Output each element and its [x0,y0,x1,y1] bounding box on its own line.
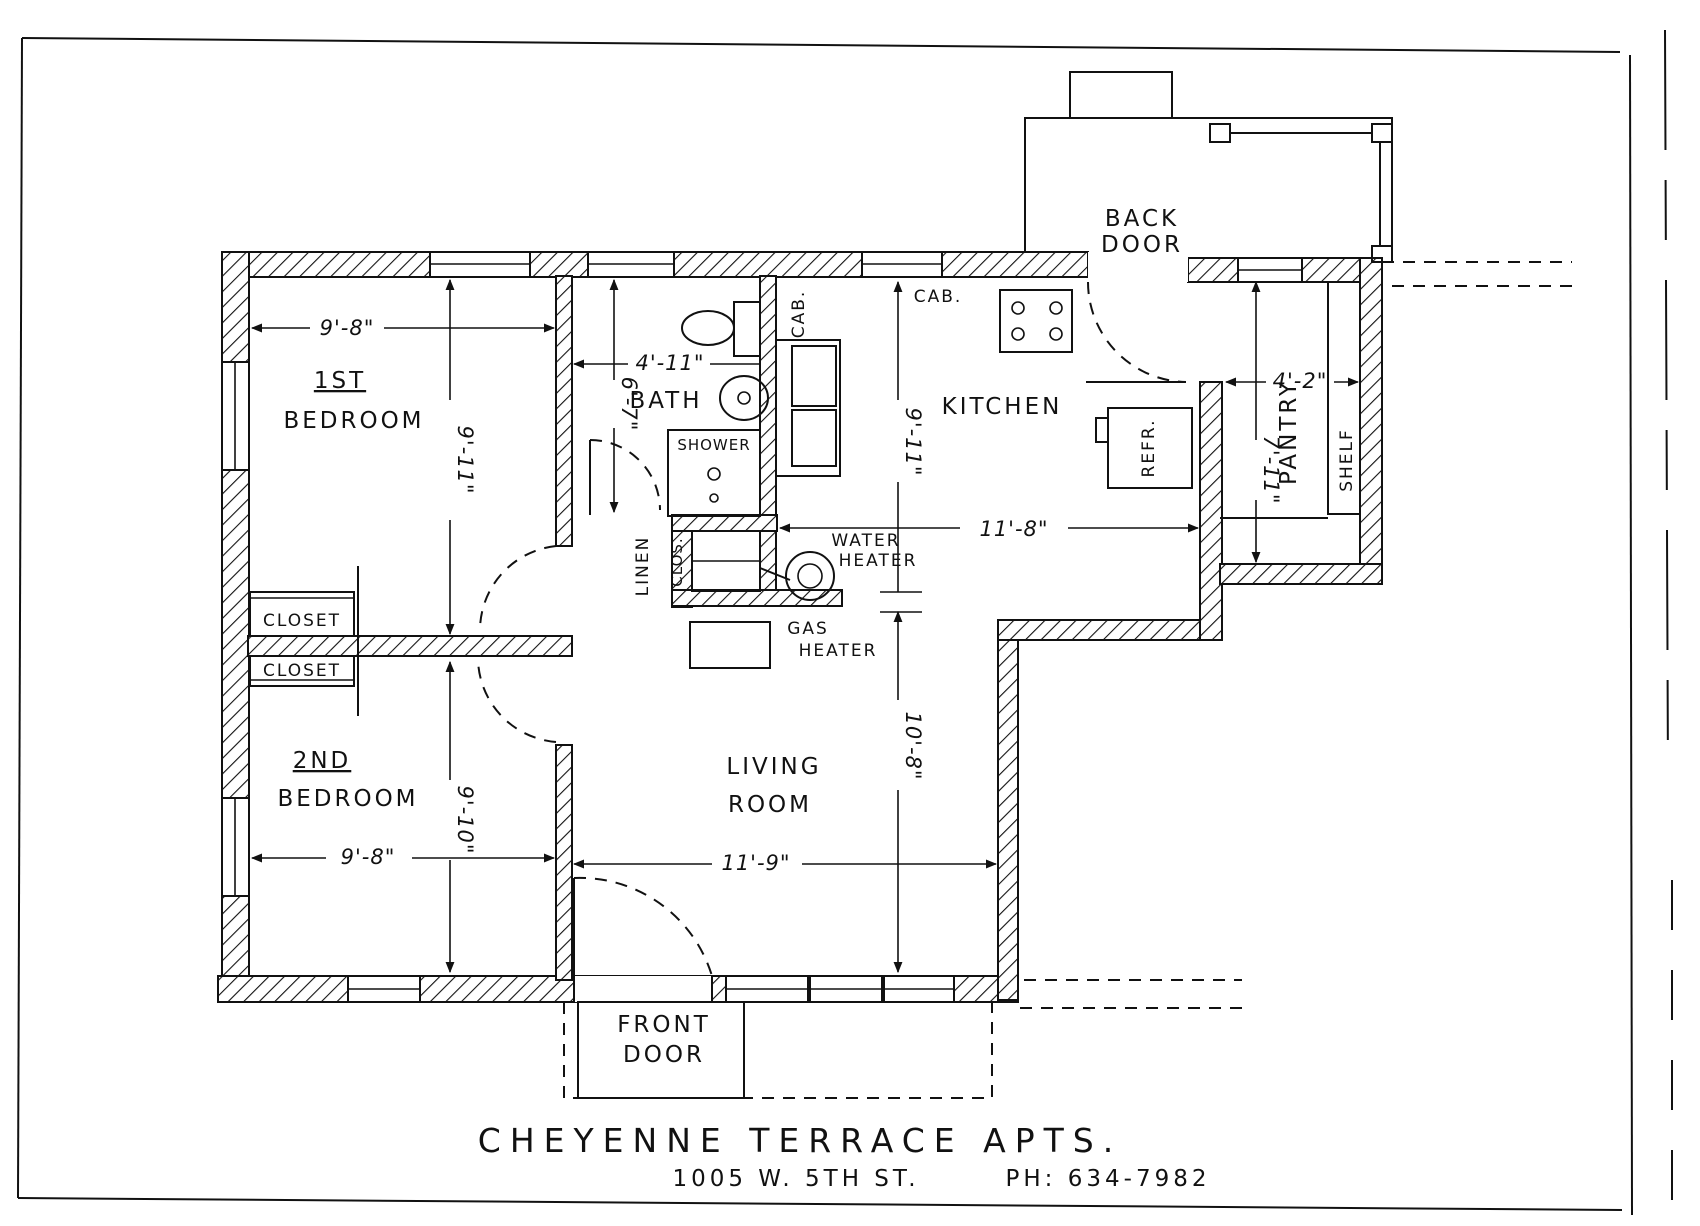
dim-bedroom1-width: 9'-8" [320,316,375,340]
dashed-extensions [1020,261,1572,1009]
dim-bath-depth: 6'-7" [617,377,641,432]
water-heater-icon [785,551,835,601]
building-address: 1005 W. 5TH ST. [672,1166,919,1192]
pantry-shelf [1327,281,1361,515]
front-stoop [563,1001,993,1099]
dim-bedroom1-depth: 9'-11" [453,425,477,494]
gas-heater-label-1: GAS [787,619,829,639]
stove-icon [999,289,1073,353]
pantry-label: PANTRY [1276,379,1302,485]
sheet-border [17,29,1673,1220]
dim-bedroom2-depth: 9'-10" [453,785,477,854]
toilet-icon [681,310,735,346]
dimension-lines [250,278,1360,974]
dim-pantry-width: 4'-2" [1273,369,1328,393]
dim-living-depth: 10'-8" [901,711,925,780]
bedroom2-label: BEDROOM [277,786,418,812]
closet-upper-label: CLOSET [263,611,341,631]
bedroom1-number: 1ST [314,368,366,394]
dim-bath-width: 4'-11" [635,351,704,375]
sink-icon [719,375,769,421]
closet-lower-label: CLOSET [263,661,341,681]
living-room-label-1: LIVING [726,754,821,780]
back-door-label-1: BACK [1105,206,1179,232]
shower-stall [667,429,761,517]
clos-label: CLOS. [668,537,686,586]
refr-label: REFR. [1139,419,1159,478]
cab-side-label: CAB. [789,290,809,339]
back-porch [1024,71,1393,263]
cab-top-label: CAB. [914,287,963,307]
gas-heater-icon [689,621,771,669]
kitchen-label: KITCHEN [942,394,1063,420]
building-phone: PH: 634-7982 [1006,1166,1211,1192]
water-heater-label-1: WATER [831,531,900,551]
water-heater-label-2: HEATER [839,551,918,571]
heater-fixtures [689,530,835,669]
dim-living-width: 11'-9" [721,851,790,875]
front-door-label-1: FRONT [617,1012,711,1038]
dim-kitchen-width: 11'-8" [979,517,1048,541]
bedroom2-number: 2ND [293,748,352,774]
front-door-label-2: DOOR [623,1042,705,1068]
windows [221,251,1303,1003]
back-door-label-2: DOOR [1101,232,1183,258]
bath-fixtures [589,301,769,517]
gas-heater-label-2: HEATER [799,641,878,661]
dim-kitchen-depth: 9'-11" [901,407,925,476]
living-room-label-2: ROOM [728,792,812,818]
shelf-label: SHELF [1337,428,1357,492]
refrigerator [1107,407,1193,489]
shower-label: SHOWER [677,436,750,454]
linen-label: LINEN [633,536,653,597]
closet-fixtures [249,566,359,716]
bath-label: BATH [629,388,702,414]
bedroom1-label: BEDROOM [283,408,424,434]
door-openings [573,252,1188,1002]
building-title: CHEYENNE TERRACE APTS. [478,1121,1122,1160]
kitchen-sink [791,345,837,407]
dim-pantry-depth: 7'-11" [1259,435,1283,504]
dim-bedroom2-width: 9'-8" [341,845,396,869]
kitchen-fixtures [776,281,1361,519]
